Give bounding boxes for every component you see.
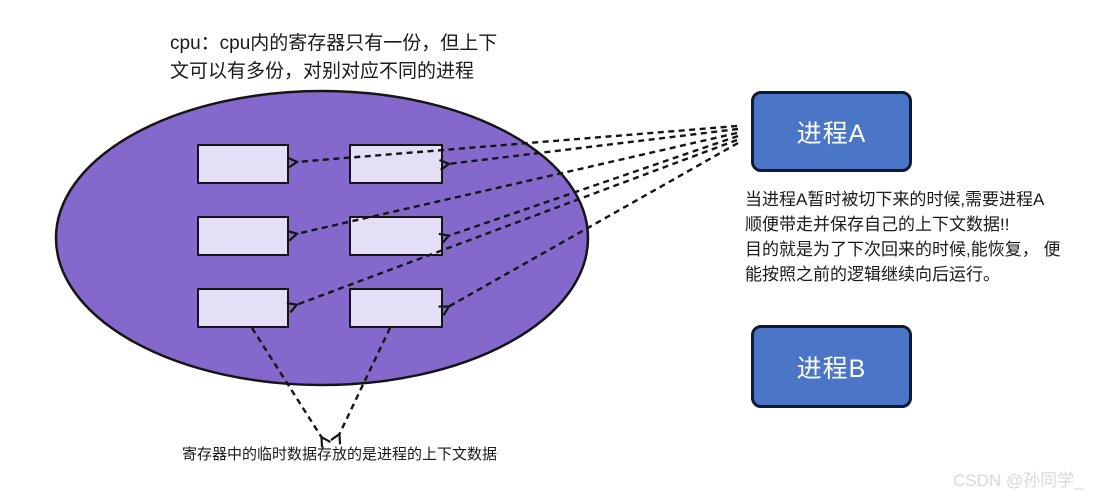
context-arrow [448, 134, 739, 236]
context-arrow [296, 124, 738, 162]
context-note-line: 顺便带走并保存自己的上下文数据!! [745, 215, 1010, 234]
register-box [197, 144, 289, 184]
register-box [349, 216, 443, 256]
register-box [349, 144, 443, 184]
cpu-title-line1: cpu：cpu内的寄存器只有一份，但上下 [170, 33, 498, 54]
process-b-box: 进程B [751, 325, 912, 408]
caption-arrow-left [250, 327, 322, 438]
register-box [197, 288, 289, 328]
context-arrow [448, 141, 739, 307]
register-box [349, 288, 443, 328]
watermark: CSDN @孙同学_ [953, 471, 1084, 490]
context-arrow [448, 127, 739, 164]
context-note-line: 当进程A暂时被切下来的时候,需要进程A [745, 190, 1045, 209]
register-box [197, 216, 289, 256]
process-b-label: 进程B [796, 354, 867, 383]
process-a-box: 进程A [751, 91, 912, 172]
context-note: 当进程A暂时被切下来的时候,需要进程A 顺便带走并保存自己的上下文数据!! 目的… [745, 187, 1060, 287]
context-note-line: 目的就是为了下次回来的时候,能恢复， 便 [745, 240, 1061, 259]
cpu-title-line2: 文可以有多份，对别对应不同的进程 [170, 61, 475, 82]
context-arrow [296, 131, 738, 234]
cpu-title: cpu：cpu内的寄存器只有一份，但上下 文可以有多份，对别对应不同的进程 [170, 30, 497, 86]
cpu-ellipse [54, 89, 590, 387]
context-note-line: 能按照之前的逻辑继续向后运行。 [745, 265, 1000, 284]
register-caption: 寄存器中的临时数据存放的是进程的上下文数据 [182, 446, 498, 463]
caption-arrow-right [339, 327, 392, 435]
process-a-label: 进程A [796, 119, 867, 148]
context-arrow [296, 138, 738, 305]
